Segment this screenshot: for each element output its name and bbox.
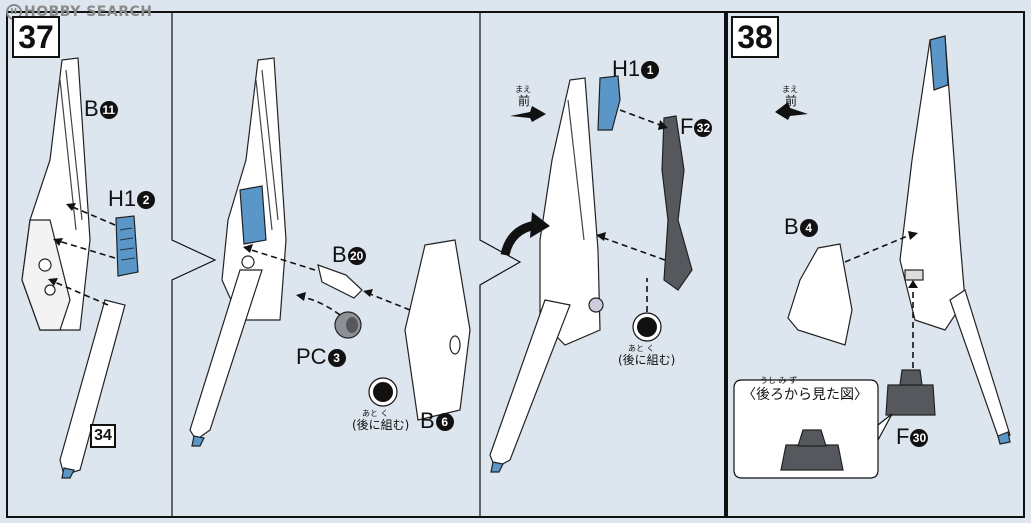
assemble-later-ruby-2: あと く xyxy=(362,409,389,418)
panel4-gray-part-f30 xyxy=(885,369,936,416)
panel1-wing-assembly xyxy=(21,57,126,479)
back-view-ruby: うし み ず xyxy=(760,376,798,385)
panel2-later-marker xyxy=(368,377,398,407)
panel4-back-view-callout xyxy=(733,379,893,479)
panel3-blue-part-h1-1 xyxy=(597,75,621,131)
back-view-caption: 〈後ろから見た図〉 xyxy=(742,387,868,403)
assemble-later-note-3: (後に組む) xyxy=(618,353,676,367)
panel3-front-arrow xyxy=(510,106,546,122)
front-ruby-4: まえ xyxy=(782,85,798,94)
step-number-37: 37 xyxy=(12,16,60,58)
assemble-later-ruby-3: あと く xyxy=(628,344,655,353)
panel3-wing-assembly xyxy=(489,77,604,473)
panel3-arrows xyxy=(597,109,666,312)
panel2-wing-assembly xyxy=(189,57,287,447)
front-label-3: 前 xyxy=(518,94,531,108)
panel2-part-b6 xyxy=(404,239,471,421)
panel-divider-2 xyxy=(479,12,522,517)
step-number-38: 38 xyxy=(731,16,779,58)
panel2-part-b20 xyxy=(317,264,363,299)
front-ruby-3: まえ xyxy=(515,85,531,94)
panel3-curved-arrow xyxy=(500,212,550,257)
assemble-later-note-2: (後に組む) xyxy=(352,418,410,432)
front-label-4: 前 xyxy=(785,94,798,108)
panel3-later-marker xyxy=(632,312,662,342)
panel4-wing-assembly xyxy=(899,35,1011,445)
panel-divider-1 xyxy=(171,12,217,517)
panel4-arrows xyxy=(844,234,914,368)
panel1-blue-part-h1-2 xyxy=(115,215,139,277)
panel3-gray-part-f32 xyxy=(661,115,693,291)
part-ref-34: 34 xyxy=(90,424,116,448)
panel2-polycap-pc3 xyxy=(334,311,362,339)
panel4-part-b4 xyxy=(787,243,853,346)
panel1-arrows xyxy=(49,204,116,306)
panel4-front-arrow xyxy=(775,102,808,120)
